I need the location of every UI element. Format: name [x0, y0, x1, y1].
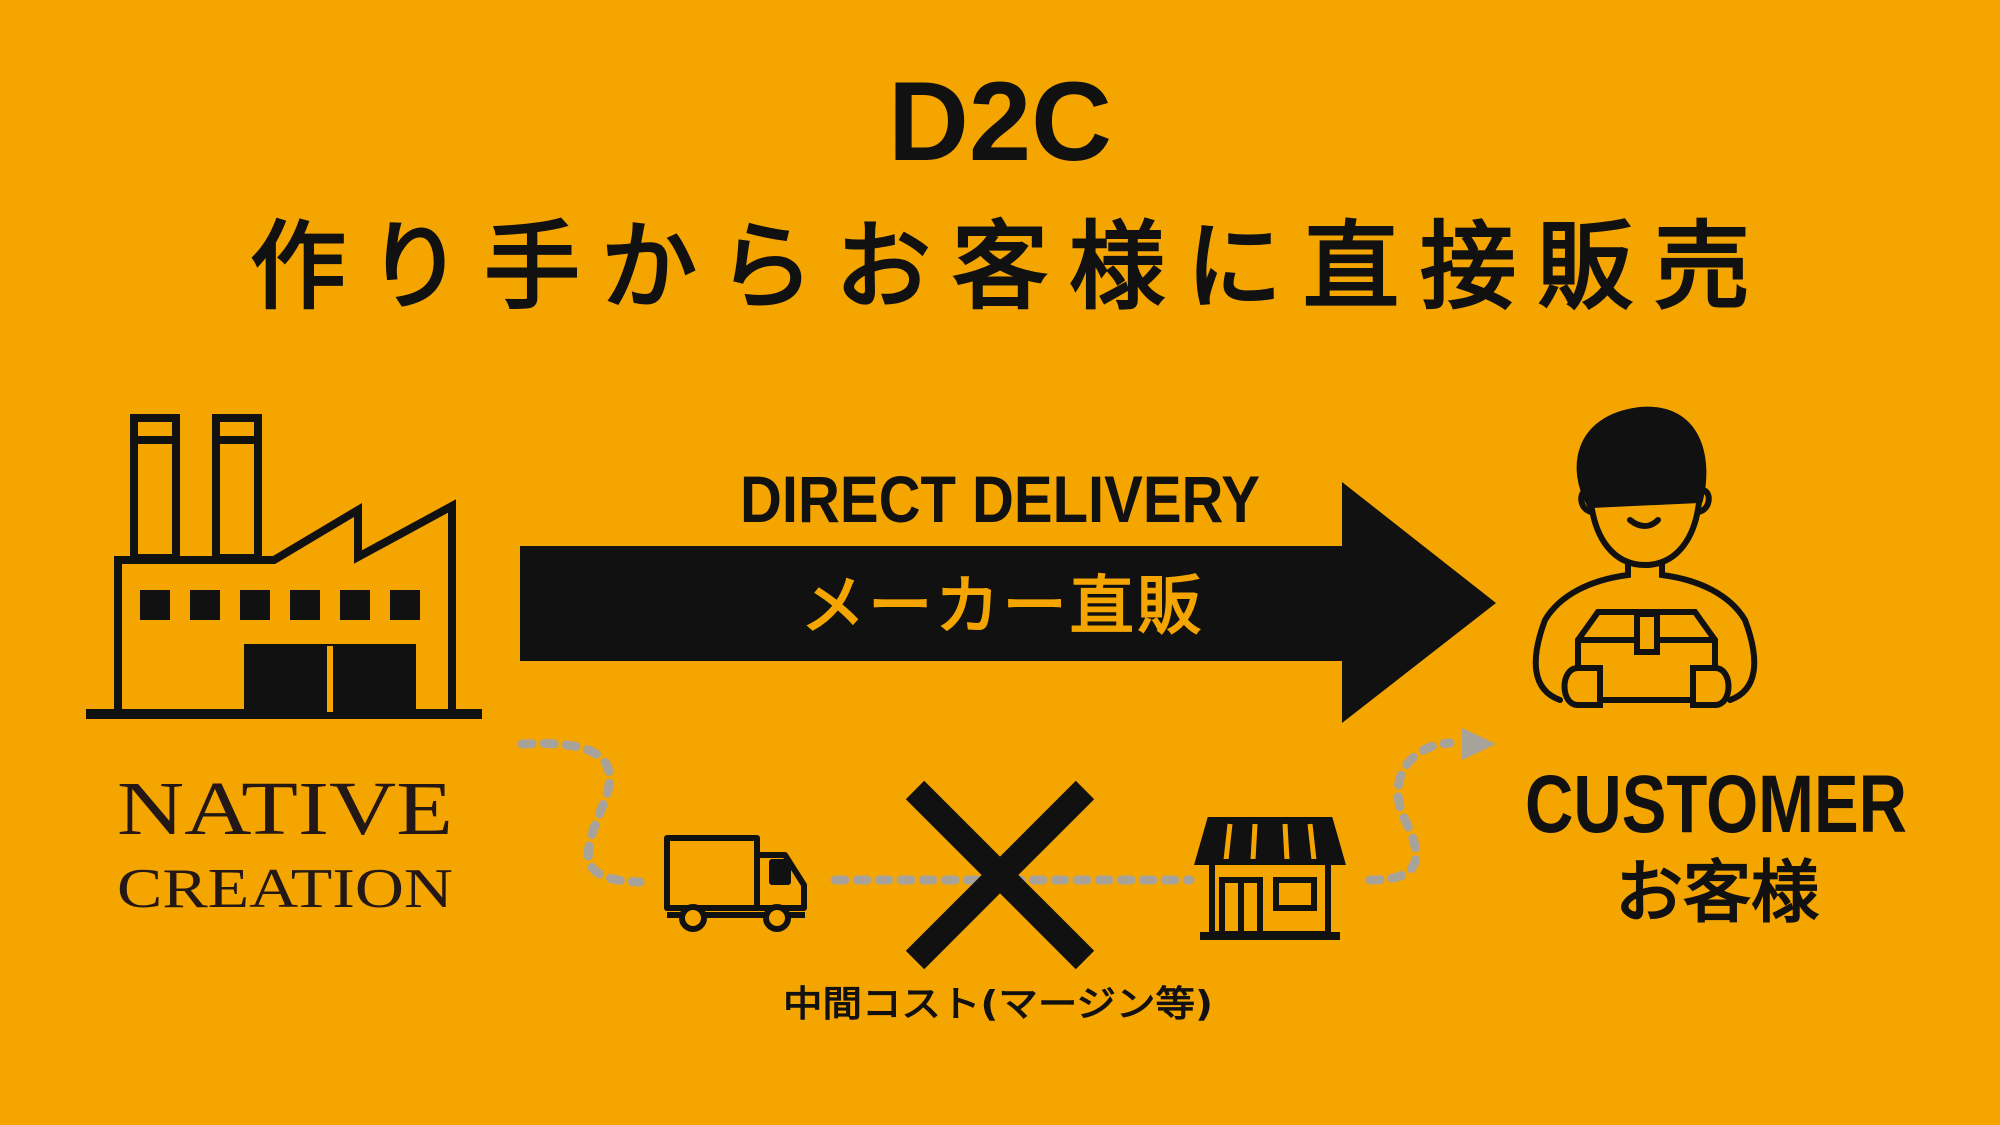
cross-icon	[905, 780, 1095, 970]
middle-cost-caption: 中間コスト(マージン等)	[783, 984, 1213, 1025]
direct-arrow	[520, 482, 1496, 723]
logo-native: NATIVE	[117, 767, 453, 851]
factory-icon	[86, 414, 482, 719]
title-subtitle: 作り手からお客様に直接販売	[250, 211, 1750, 323]
indirect-arrowhead	[1462, 728, 1496, 760]
arrow-label-en: DIRECT DELIVERY	[740, 462, 1260, 536]
customer-icon	[1532, 406, 1758, 708]
title-d2c: D2C	[888, 59, 1112, 184]
logo-creation: CREATION	[117, 858, 453, 920]
customer-label-jp: お客様	[1615, 854, 1820, 933]
customer-label-en: CUSTOMER	[1525, 759, 1907, 850]
shop-icon	[1194, 817, 1346, 940]
truck-icon	[664, 835, 807, 932]
